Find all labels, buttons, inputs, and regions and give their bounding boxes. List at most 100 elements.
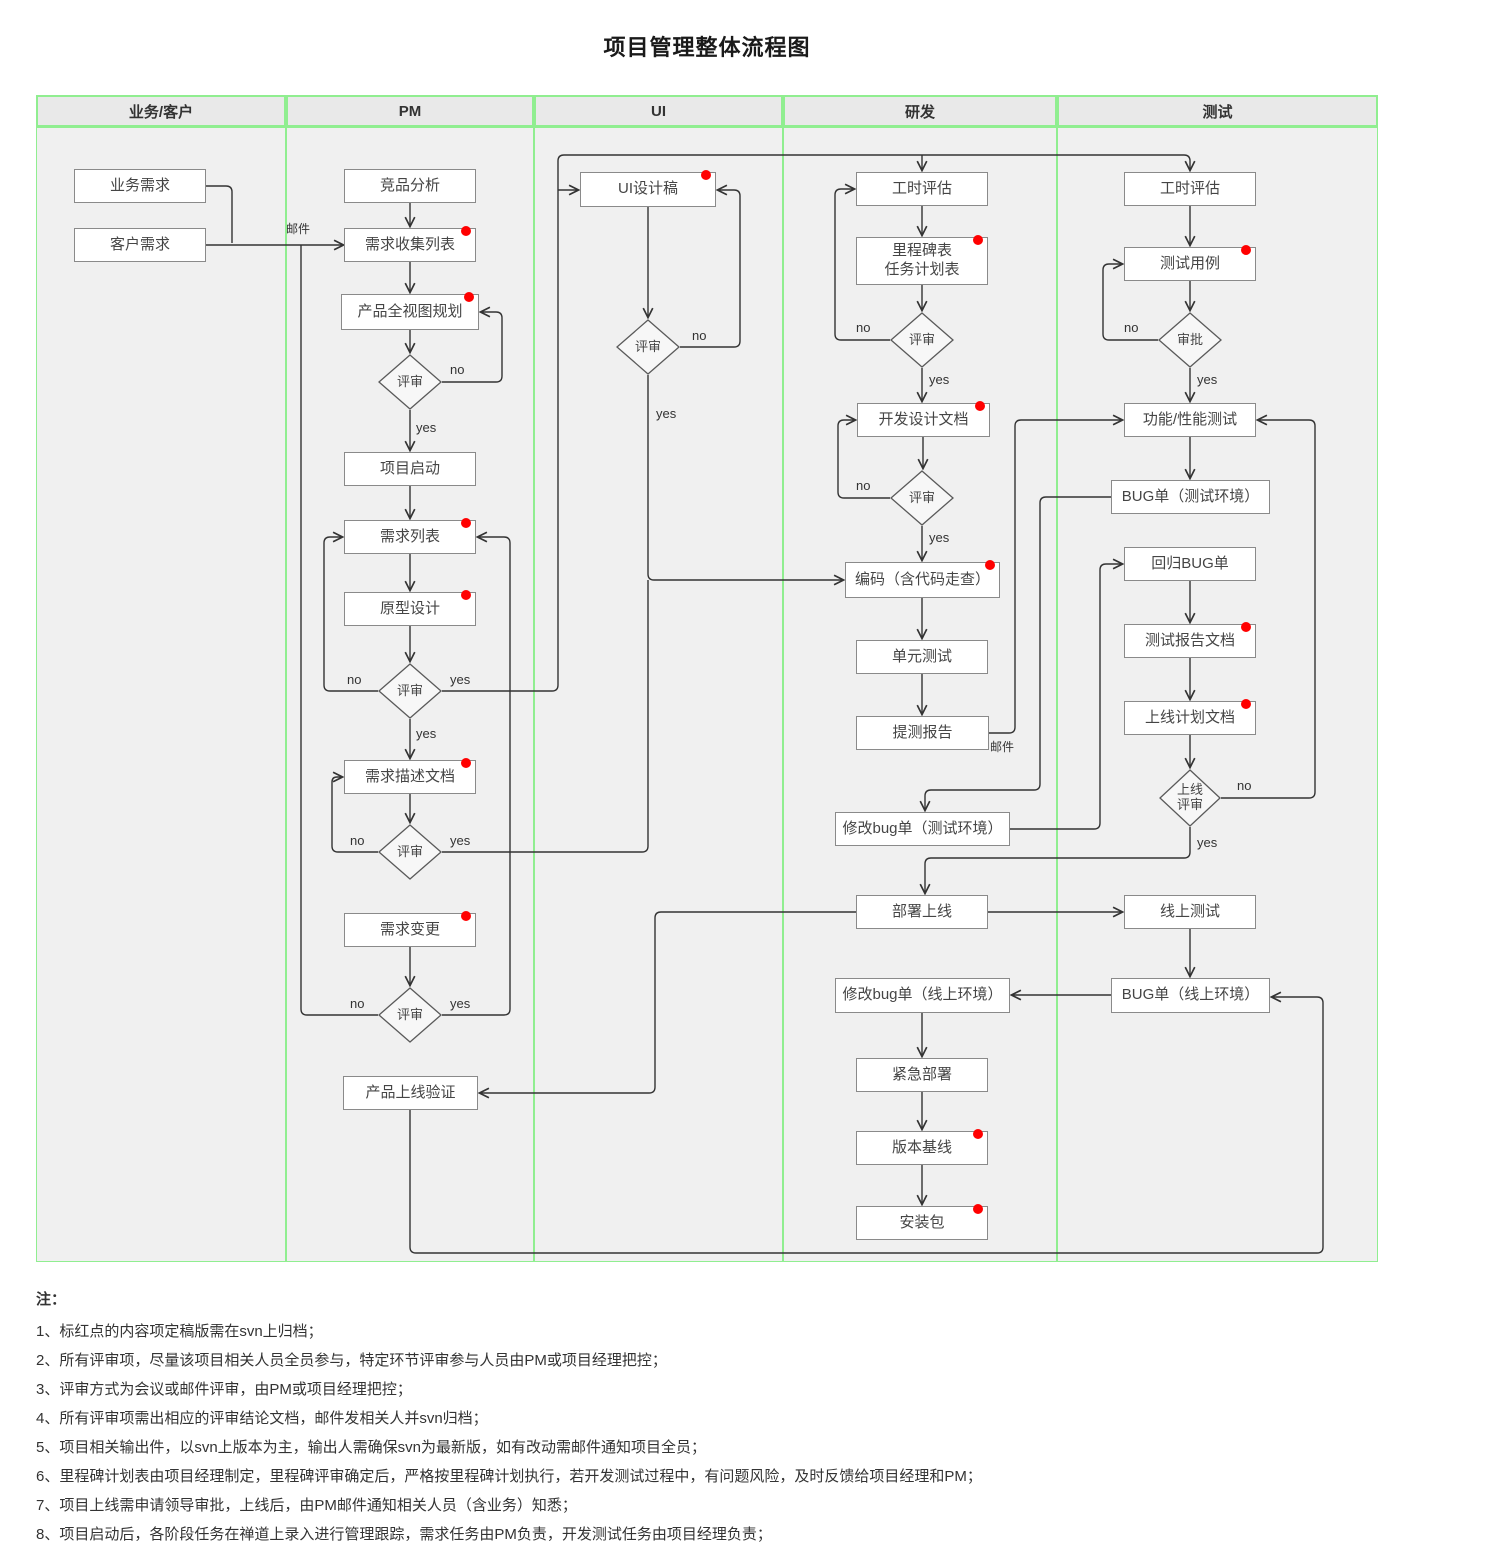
node-test-cases: 测试用例	[1124, 245, 1256, 281]
decision-diamond-shape	[378, 987, 442, 1043]
node-review-milestone-plan: 评审	[890, 312, 954, 368]
node-label: 评审	[396, 682, 423, 698]
node-test-report-doc: 测试报告文档	[1124, 622, 1256, 658]
lane-header-rnd: 研发	[783, 95, 1057, 127]
node-label: BUG单（测试环境）	[1121, 487, 1260, 505]
node-launch-plan-doc: 上线计划文档	[1124, 699, 1256, 735]
node-emergency-deploy: 紧急部署	[856, 1058, 988, 1092]
node-label: UI设计稿	[617, 180, 678, 198]
node-bug-list-test-env: BUG单（测试环境）	[1111, 480, 1270, 514]
node-business-requirement: 业务需求	[74, 169, 206, 203]
lane-body-ui	[534, 127, 783, 1262]
note-item: 1、标红点的内容项定稿版需在svn上归档；	[36, 1323, 323, 1340]
node-review-ui-design: 评审	[616, 319, 680, 375]
note-item: 6、里程碑计划表由项目经理制定，里程碑评审确定后，严格按里程碑计划执行，若开发测…	[36, 1468, 982, 1485]
node-label: 功能/性能测试	[1142, 410, 1238, 428]
node-customer-requirement: 客户需求	[74, 228, 206, 262]
node-label: 上线 评审	[1176, 782, 1203, 812]
node-label: 上线计划文档	[1144, 708, 1235, 726]
note-item: 3、评审方式为会议或邮件评审，由PM或项目经理把控；	[36, 1381, 412, 1398]
node-ui-design-draft: UI设计稿	[580, 170, 716, 207]
node-review-requirement-change: 评审	[378, 987, 442, 1043]
node-product-overview-planning: 产品全视图规划	[341, 292, 479, 330]
node-label: 修改bug单（线上环境）	[842, 986, 1003, 1004]
node-label: 里程碑表 任务计划表	[884, 242, 960, 278]
node-requirement-change: 需求变更	[344, 911, 476, 947]
decision-diamond-shape	[890, 470, 954, 526]
node-label: 需求收集列表	[364, 235, 455, 253]
node-label: 原型设计	[379, 599, 440, 617]
svn-archive-red-dot	[461, 590, 471, 600]
svn-archive-red-dot	[1241, 622, 1251, 632]
node-label: 需求列表	[379, 527, 440, 545]
node-label: 部署上线	[891, 902, 952, 920]
node-label: 审批	[1176, 331, 1203, 347]
svn-archive-red-dot	[1241, 245, 1251, 255]
notes-heading: 注：	[36, 1291, 67, 1308]
svn-archive-red-dot	[973, 235, 983, 245]
notes-section: 注： 1、标红点的内容项定稿版需在svn上归档；2、所有评审项，尽量该项目相关人…	[36, 1288, 1466, 1549]
node-label: 工时评估	[891, 179, 952, 197]
svn-archive-red-dot	[701, 170, 711, 180]
node-deploy-online: 部署上线	[856, 895, 988, 929]
node-product-launch-verification: 产品上线验证	[343, 1076, 478, 1110]
node-review-prototype: 评审	[378, 663, 442, 719]
node-label: 需求描述文档	[364, 767, 455, 785]
svn-archive-red-dot	[1241, 699, 1251, 709]
svn-archive-red-dot	[985, 560, 995, 570]
node-label: 紧急部署	[891, 1065, 952, 1083]
node-label: 竞品分析	[379, 176, 440, 194]
node-dev-design-doc: 开发设计文档	[857, 401, 990, 437]
node-label: 编码（含代码走查）	[854, 570, 990, 588]
node-label: 安装包	[899, 1213, 945, 1231]
node-label: 工时评估	[1159, 179, 1220, 197]
node-project-kickoff: 项目启动	[344, 452, 476, 486]
decision-diamond-shape	[378, 824, 442, 880]
node-label: 测试报告文档	[1144, 631, 1235, 649]
node-label: 产品上线验证	[365, 1083, 456, 1101]
node-requirement-collection-list: 需求收集列表	[344, 226, 476, 262]
node-fix-bug-test-env: 修改bug单（测试环境）	[835, 812, 1010, 846]
lane-header-test: 测试	[1057, 95, 1378, 127]
note-item: 4、所有评审项需出相应的评审结论文档，邮件发相关人并svn归档；	[36, 1410, 488, 1427]
node-fix-bug-prod-env: 修改bug单（线上环境）	[835, 978, 1010, 1013]
node-coding-code-review: 编码（含代码走查）	[845, 560, 1000, 598]
node-label: 单元测试	[891, 647, 952, 665]
node-label: 版本基线	[891, 1138, 952, 1156]
node-label: 评审	[908, 489, 935, 505]
node-prototype-design: 原型设计	[344, 590, 476, 626]
node-label: 评审	[396, 1006, 423, 1022]
node-label: 回归BUG单	[1151, 554, 1229, 572]
node-review-requirement-doc: 评审	[378, 824, 442, 880]
node-label: 业务需求	[109, 176, 170, 194]
node-label: 项目启动	[379, 459, 440, 477]
lane-body-test	[1057, 127, 1378, 1262]
node-milestone-task-plan: 里程碑表 任务计划表	[856, 235, 988, 285]
node-label: 评审	[908, 331, 935, 347]
note-item: 8、项目启动后，各阶段任务在禅道上录入进行管理跟踪，需求任务由PM负责，开发测试…	[36, 1526, 772, 1543]
node-label: 提测报告	[892, 723, 953, 741]
node-review-dev-design: 评审	[890, 470, 954, 526]
node-review-product-planning: 评审	[378, 354, 442, 410]
node-test-effort-estimate: 工时评估	[1124, 172, 1256, 206]
note-item: 5、项目相关输出件，以svn上版本为主，输出人需确保svn为最新版，如有改动需邮…	[36, 1439, 707, 1456]
lane-body-business-customer	[36, 127, 286, 1262]
node-label: 开发设计文档	[878, 410, 969, 428]
node-label: 客户需求	[109, 235, 170, 253]
lane-header-pm: PM	[286, 95, 534, 127]
node-functional-performance-test: 功能/性能测试	[1124, 403, 1256, 437]
svn-archive-red-dot	[461, 758, 471, 768]
node-unit-test: 单元测试	[856, 640, 988, 674]
node-label: 评审	[634, 338, 661, 354]
decision-diamond-shape	[890, 312, 954, 368]
node-bug-list-prod-env: BUG单（线上环境）	[1111, 978, 1270, 1013]
svn-archive-red-dot	[975, 401, 985, 411]
node-label: 产品全视图规划	[357, 302, 463, 320]
node-online-test: 线上测试	[1124, 895, 1256, 929]
node-requirement-spec-doc: 需求描述文档	[344, 758, 476, 794]
node-regression-bug-list: 回归BUG单	[1124, 547, 1256, 581]
node-label: 需求变更	[379, 920, 440, 938]
node-label: 线上测试	[1159, 902, 1220, 920]
svn-archive-red-dot	[461, 911, 471, 921]
node-competitor-analysis: 竞品分析	[344, 169, 476, 203]
